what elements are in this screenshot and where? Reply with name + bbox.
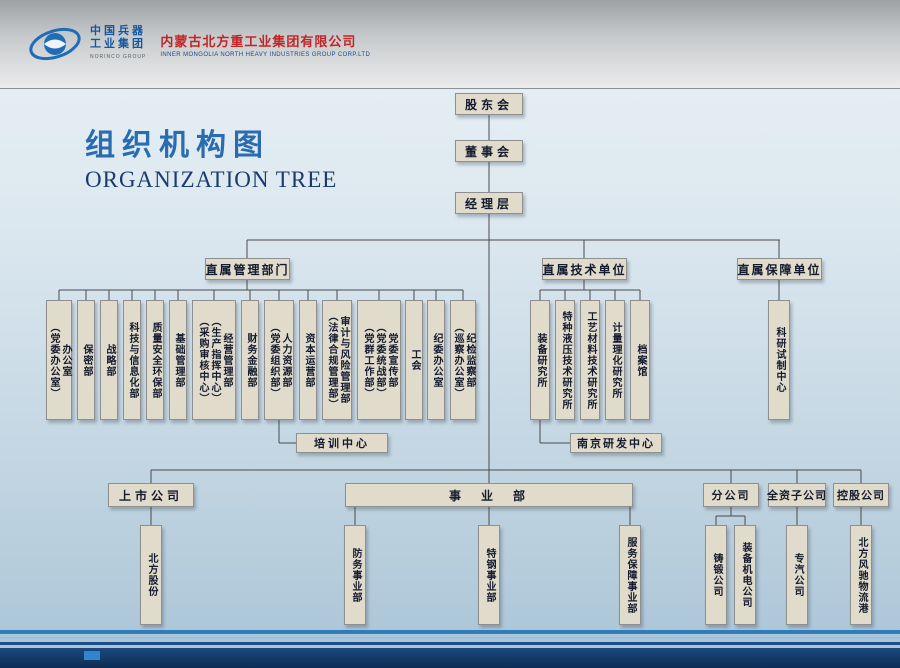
node-holding-companies: 控股公司 xyxy=(833,483,889,507)
org-node-label: 人力资源部 （党委组织部） xyxy=(268,321,291,399)
org-node-label: 科技与信息化部 xyxy=(127,321,138,399)
org-node-label: 经营管理部 （生产指挥中心） （采购审核中心） xyxy=(197,316,232,404)
co-casting-forging: 铸锻公司 xyxy=(705,525,727,625)
footer-stripe-light xyxy=(0,637,900,639)
footer-stripe-blue xyxy=(0,630,900,634)
inst-metrology: 计量理化研究所 xyxy=(605,300,625,420)
dept-hr: 人力资源部 （党委组织部） xyxy=(264,300,294,420)
inst-equipment-research: 装备研究所 xyxy=(530,300,550,420)
company-name-en: INNER MONGOLIA NORTH HEAVY INDUSTRIES GR… xyxy=(160,51,371,58)
dept-office: 办公室 （党委办公室） xyxy=(46,300,72,420)
brand-name-cn-line2: 工业集团 xyxy=(90,37,146,50)
norinco-logo xyxy=(29,27,81,61)
dept-labor-union: 工会 xyxy=(405,300,423,420)
org-node-label: 基础管理部 xyxy=(173,332,184,388)
node-board: 董事会 xyxy=(455,140,523,162)
brand-name-cn-line1: 中国兵器 xyxy=(90,24,146,37)
org-node-label: 北方股份 xyxy=(146,553,157,597)
org-node-label: 专汽公司 xyxy=(792,553,803,597)
org-node-label: 特种液压技术研究所 xyxy=(560,310,571,410)
dept-sci-tech-info: 科技与信息化部 xyxy=(123,300,141,420)
org-node-label: 纪委办公室 xyxy=(431,332,442,388)
org-node-label: 资本运营部 xyxy=(303,332,314,388)
node-nanjing-rd-center: 南京研发中心 xyxy=(570,433,662,453)
org-node-label: 服务保障事业部 xyxy=(625,536,636,614)
company-name-cn: 内蒙古北方重工业集团有限公司 xyxy=(160,33,357,49)
node-business-divisions: 事 业 部 xyxy=(345,483,633,507)
header-bar: 中国兵器 工业集团 NORINCO GROUP 内蒙古北方重工业集团有限公司 I… xyxy=(0,0,900,89)
div-service-support: 服务保障事业部 xyxy=(619,525,641,625)
co-equipment-electromech: 装备机电公司 xyxy=(734,525,756,625)
dept-discipline-office: 纪委办公室 xyxy=(427,300,445,420)
page-title-en: ORGANIZATION TREE xyxy=(85,167,338,192)
company-block: 内蒙古北方重工业集团有限公司 INNER MONGOLIA NORTH HEAV… xyxy=(160,31,370,58)
footer-stripe-navy xyxy=(0,642,900,645)
org-node-label: 办公室 （党委办公室） xyxy=(48,321,71,399)
inst-archives: 档案馆 xyxy=(630,300,650,420)
node-branch-companies: 分公司 xyxy=(703,483,759,507)
brand-name-en: NORINCO GROUP xyxy=(90,53,147,60)
dept-party-publicity: 党委宣传部 （党委统战部） （党群工作部） xyxy=(357,300,401,420)
node-shareholders-meeting: 股东会 xyxy=(455,93,523,115)
dept-operations-mgmt: 经营管理部 （生产指挥中心） （采购审核中心） xyxy=(192,300,236,420)
page-title: 组织机构图 ORGANIZATION TREE xyxy=(85,120,337,193)
branch-mgmt-depts: 直属管理部门 xyxy=(205,258,290,280)
footer-accent-chip xyxy=(84,651,100,660)
org-node-label: 防务事业部 xyxy=(350,547,361,603)
dept-capital-operations: 资本运营部 xyxy=(299,300,317,420)
div-defense: 防务事业部 xyxy=(344,525,366,625)
org-node-label: 纪检监察部 （巡察办公室） xyxy=(452,321,475,399)
org-node-label: 北方风驰物流港 xyxy=(856,536,867,614)
dept-strategy: 战略部 xyxy=(100,300,118,420)
inst-materials-tech: 工艺材料技术研究所 xyxy=(580,300,600,420)
org-node-label: 装备机电公司 xyxy=(740,542,751,608)
org-node-label: 质量安全环保部 xyxy=(150,321,161,399)
org-node-label: 财务金融部 xyxy=(245,332,256,388)
org-node-label: 审计与风险管理部 （法律合规管理部） xyxy=(326,310,349,410)
div-special-steel: 特钢事业部 xyxy=(478,525,500,625)
dept-basic-mgmt: 基础管理部 xyxy=(169,300,187,420)
org-node-label: 保密部 xyxy=(81,343,92,377)
inst-hydraulic-tech: 特种液压技术研究所 xyxy=(555,300,575,420)
dept-finance: 财务金融部 xyxy=(241,300,259,420)
dept-quality-safety-env: 质量安全环保部 xyxy=(146,300,164,420)
co-special-vehicle: 专汽公司 xyxy=(786,525,808,625)
org-node-label: 装备研究所 xyxy=(535,332,546,388)
org-node-label: 档案馆 xyxy=(635,343,646,377)
org-node-label: 特钢事业部 xyxy=(484,547,495,603)
dept-inspection: 纪检监察部 （巡察办公室） xyxy=(450,300,476,420)
node-listed-company: 上市公司 xyxy=(108,483,194,507)
brand-block: 中国兵器 工业集团 NORINCO GROUP xyxy=(90,25,146,64)
org-node-label: 计量理化研究所 xyxy=(610,321,621,399)
org-node-label: 战略部 xyxy=(104,343,115,377)
dept-audit-risk: 审计与风险管理部 （法律合规管理部） xyxy=(322,300,352,420)
co-north-fengchi-logistics: 北方风驰物流港 xyxy=(850,525,872,625)
branch-tech-units: 直属技术单位 xyxy=(542,258,627,280)
org-node-label: 科研试制中心 xyxy=(774,327,785,393)
org-node-label: 党委宣传部 （党委统战部） （党群工作部） xyxy=(362,321,397,399)
page-title-cn: 组织机构图 xyxy=(85,129,270,162)
node-research-trial-center: 科研试制中心 xyxy=(768,300,790,420)
dept-security: 保密部 xyxy=(77,300,95,420)
org-node-label: 工会 xyxy=(409,349,420,371)
node-wholly-owned: 全资子公司 xyxy=(767,483,826,507)
branch-support-units: 直属保障单位 xyxy=(737,258,822,280)
co-north-hauler: 北方股份 xyxy=(140,525,162,625)
footer-band xyxy=(0,648,900,668)
node-training-center: 培训中心 xyxy=(296,433,388,453)
org-node-label: 铸锻公司 xyxy=(711,553,722,597)
node-management-layer: 经理层 xyxy=(455,192,523,214)
org-node-label: 工艺材料技术研究所 xyxy=(585,310,596,410)
